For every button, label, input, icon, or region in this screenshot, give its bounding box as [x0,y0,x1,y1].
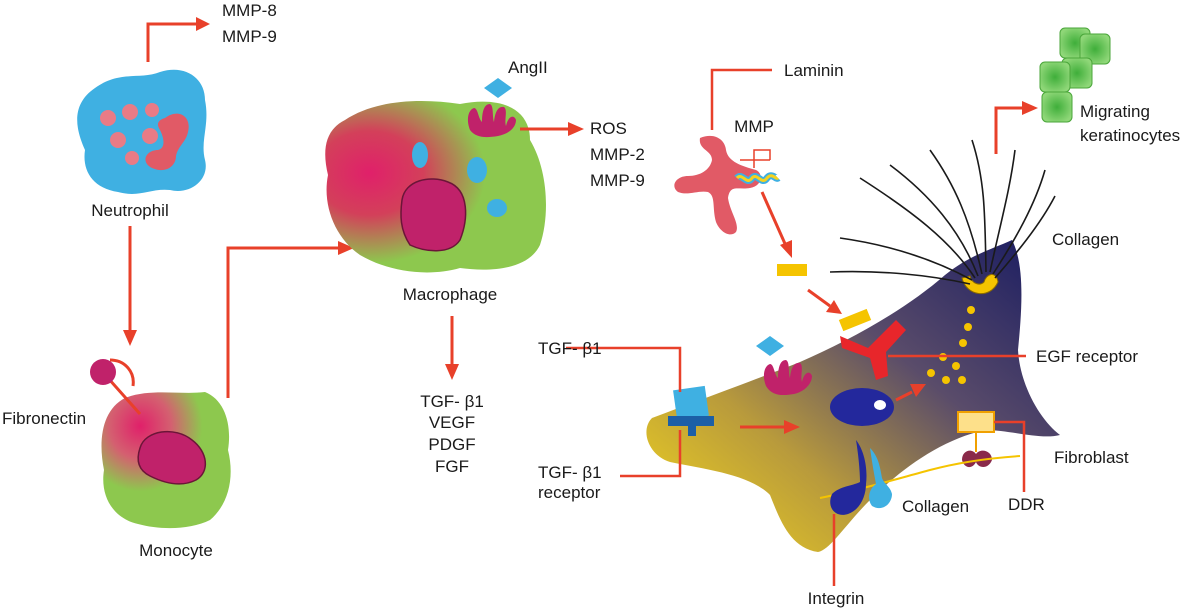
ros-label: ROS [590,119,627,138]
ddr-icon [957,411,995,468]
angii-fibroblast-icon [756,336,784,356]
fibroblast-label: Fibroblast [1054,448,1129,467]
mmp9-mid-label: MMP-9 [590,171,645,190]
integrin-icon [830,440,892,515]
fibronectin-label: Fibronectin [2,409,86,428]
vegf-label: VEGF [429,413,475,432]
mmp-egf-arrow [760,191,792,258]
tgf-b1-label: TGF- β1 [538,339,602,358]
macrophage-label: Macrophage [403,285,498,304]
mmp8-label: MMP-8 [222,1,277,20]
collagen-top-label: Collagen [1052,230,1119,249]
macrophage-ros-arrow [520,122,584,136]
egf-receptor-label: EGF receptor [1036,347,1138,366]
angii-icon [484,78,512,98]
collagen-fibres-top [829,139,1056,285]
egf-ligand-free [777,264,807,276]
migrating-label-1: Migrating [1080,102,1150,121]
migrating-label-2: keratinocytes [1080,126,1180,145]
keratinocyte-cluster [1039,27,1111,123]
integrin-label: Integrin [808,589,865,608]
monocyte-cell [101,392,231,529]
laminin-icon [674,135,781,235]
laminin-line [710,68,772,130]
fgf-label: FGF [435,457,469,476]
tgf-b1-line [566,346,682,392]
mmp9-top-label: MMP-9 [222,27,277,46]
tgf-receptor-line [620,430,682,478]
tgf-receptor-icon [668,385,714,436]
neutrophil-cell [77,69,207,194]
neutrophil-monocyte-arrow [123,226,137,346]
mmp2-label: MMP-2 [590,145,645,164]
pdgf-label: PDGF [428,435,475,454]
tgf-receptor-label-2: receptor [538,483,601,502]
angii-label: AngII [508,58,548,77]
collagen-bottom-label: Collagen [902,497,969,516]
macrophage-growthfactor-arrow [445,316,459,380]
tgf-receptor-label-1: TGF- β1 [538,463,602,482]
collagen-keratinocyte-arrow [994,101,1038,154]
ligand-receptor-arrow [807,288,842,314]
mmp-label: MMP [734,117,774,136]
neutrophil-label: Neutrophil [91,201,169,220]
ddr-label: DDR [1008,495,1045,514]
tgf-list-label: TGF- β1 [420,392,484,411]
tgf-nucleus-arrow [740,420,800,434]
neutrophil-mmp-arrow [146,17,210,62]
monocyte-macrophage-arrow [226,241,354,398]
egf-ligand-bound [838,308,872,332]
nucleus-vesicle-arrow [895,384,926,402]
egf-receptor-icon [840,320,906,380]
ddr-line [994,420,1026,492]
macrophage-cell [325,101,546,273]
angii-fibroblast-receptor [763,360,812,396]
laminin-label: Laminin [784,61,844,80]
monocyte-label: Monocyte [139,541,213,560]
fibronectin-icon [90,358,142,415]
